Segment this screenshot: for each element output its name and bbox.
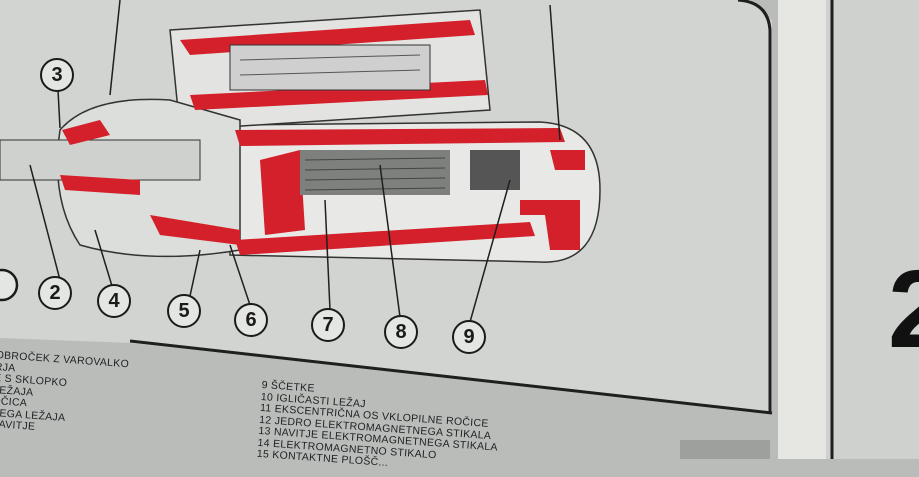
callout-8: 8	[384, 315, 418, 349]
page-tab	[680, 440, 770, 459]
armature	[229, 44, 520, 195]
callout-5: 5	[167, 294, 201, 328]
callout-2: 2	[38, 276, 72, 310]
book-gutter	[778, 0, 826, 459]
leader-lines	[29, 0, 561, 323]
starter-motor-diagram	[0, 0, 919, 459]
next-page	[826, 0, 919, 459]
panel-border	[129, 0, 773, 415]
callout-7: 7	[311, 308, 345, 342]
legend-right: 9 ŠČETKE 10 IGLIČASTI LEŽAJ 11 EKSCENTRI…	[256, 379, 501, 477]
callout-6: 6	[234, 303, 268, 337]
callout-3: 3	[40, 58, 74, 92]
legend-left: OBROČEK Z VAROVALKO RJA E S SKLOPKO LEŽA…	[0, 349, 129, 440]
callout-9: 9	[452, 320, 486, 354]
page-number-fragment: 2	[888, 248, 919, 371]
callout-4: 4	[97, 284, 131, 318]
callout-circle-partial	[0, 268, 19, 302]
